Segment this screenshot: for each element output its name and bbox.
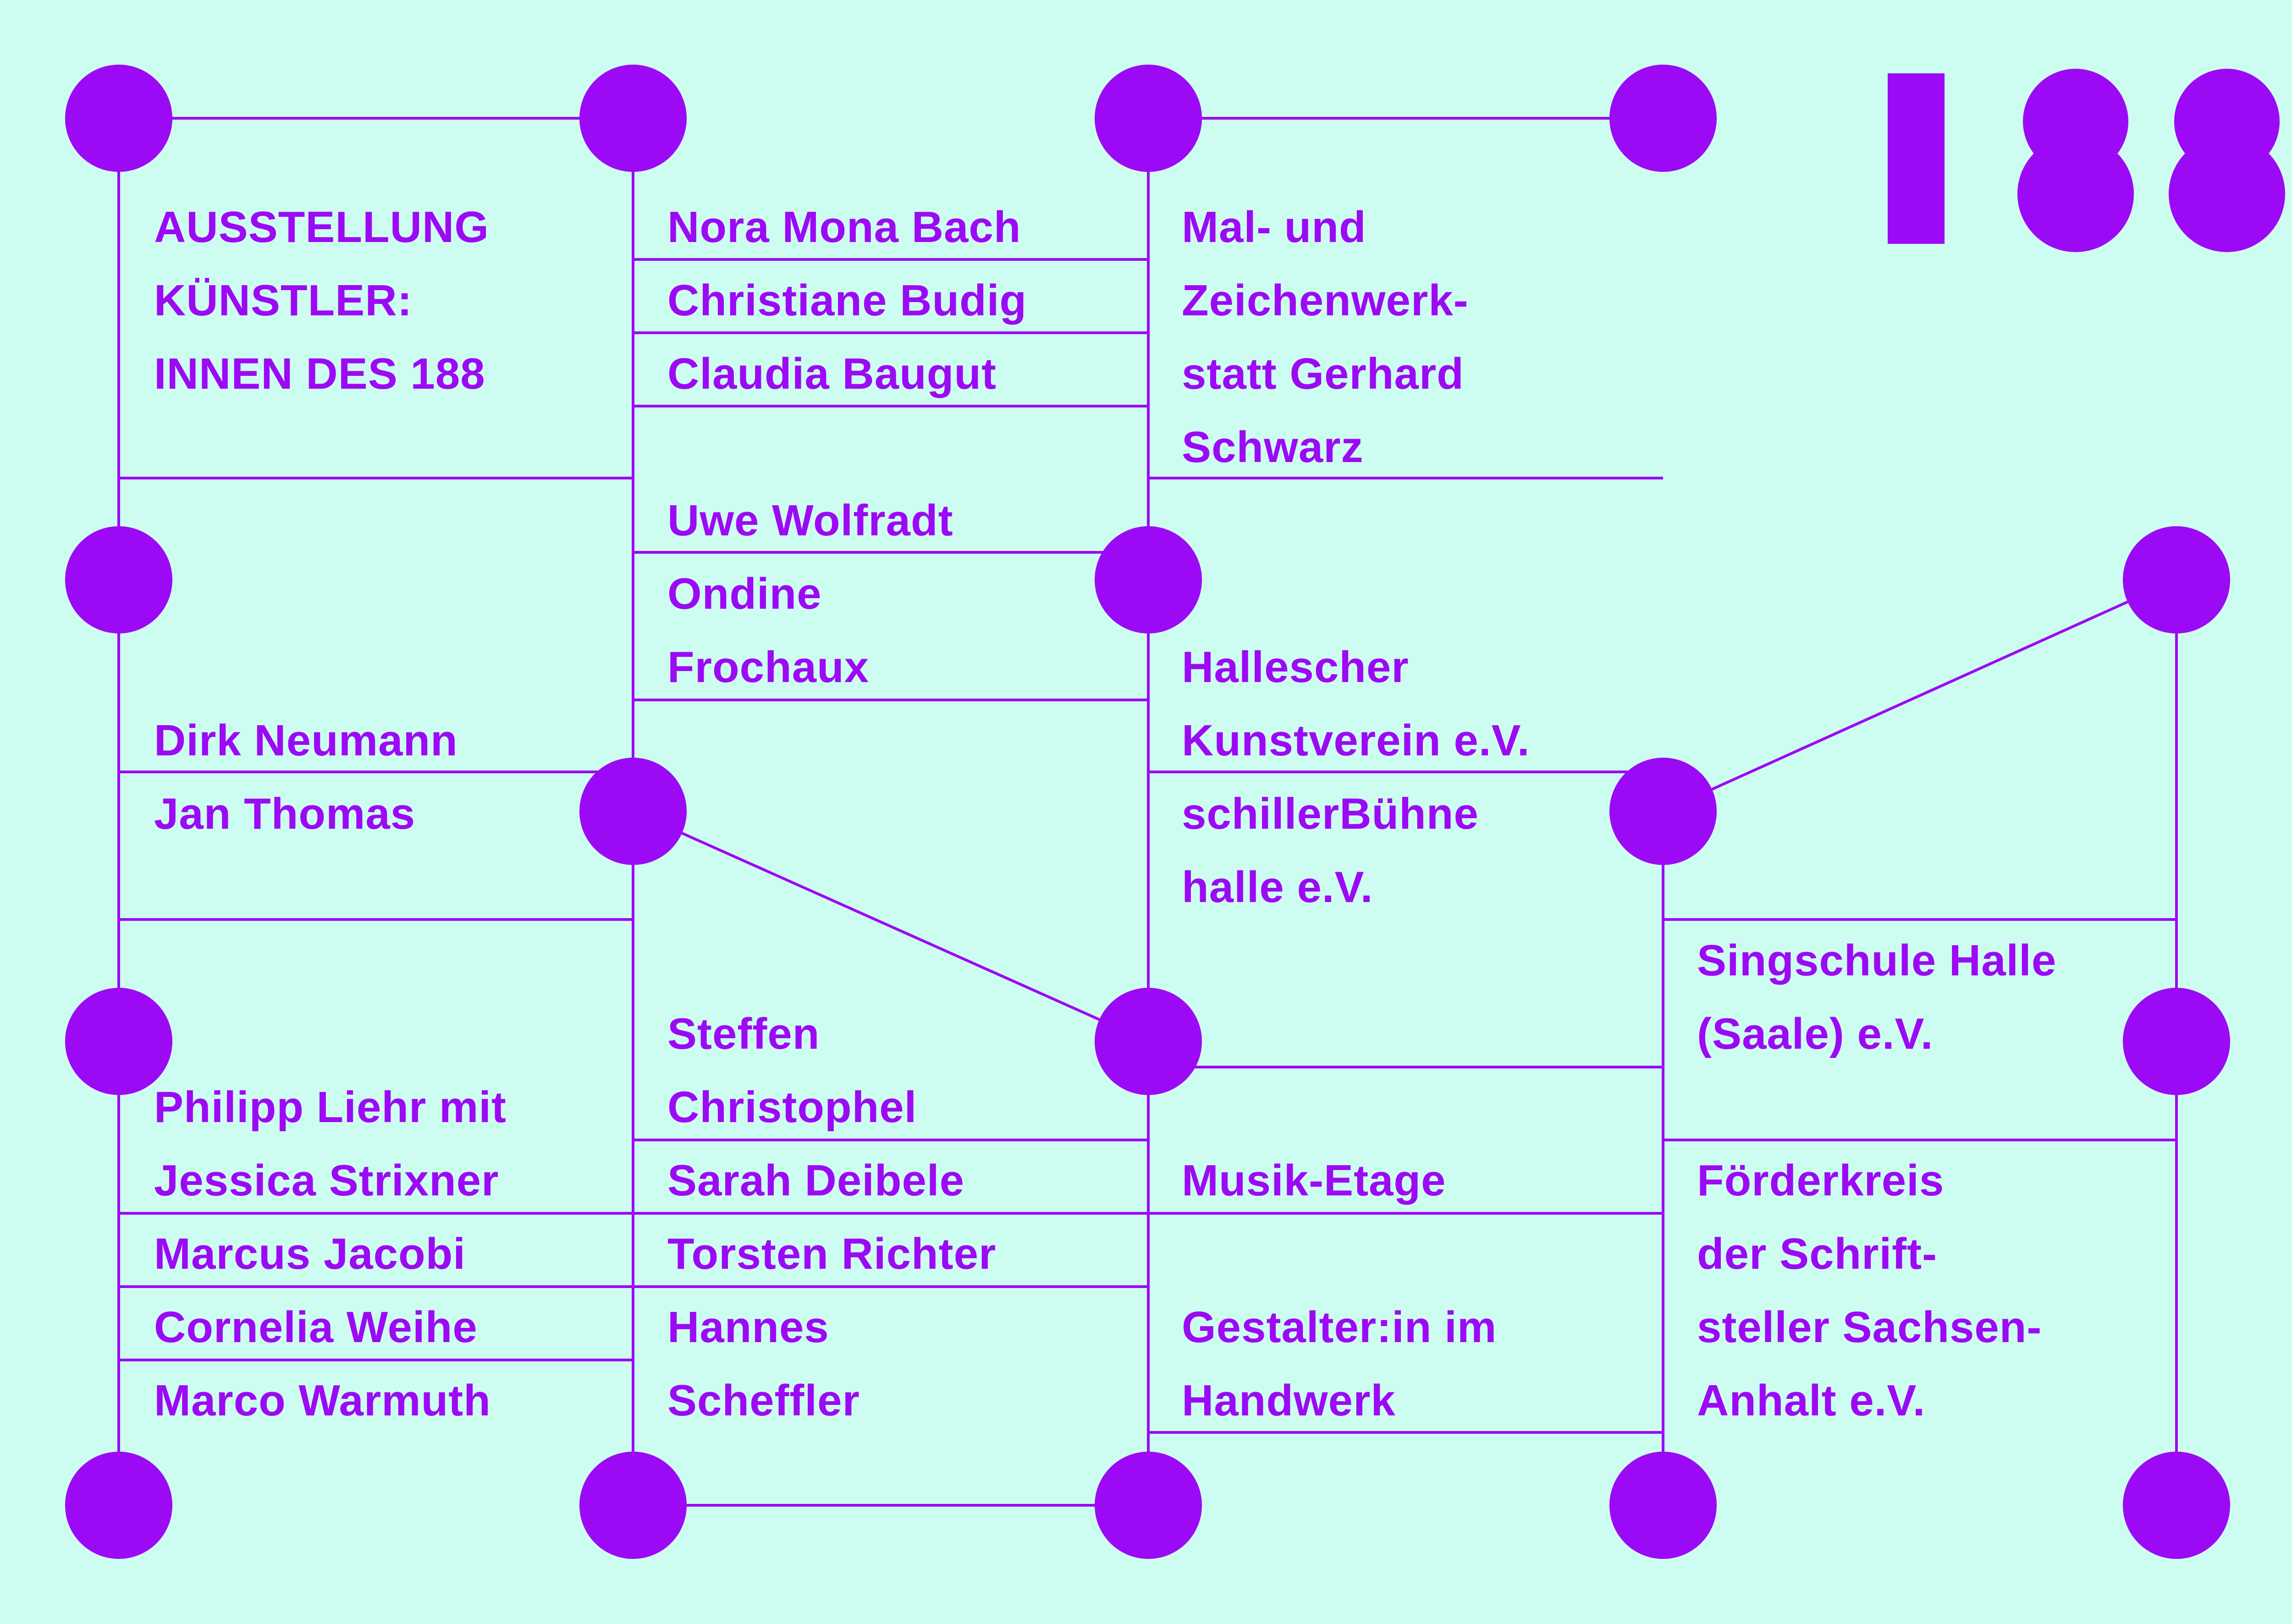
block-musik: Musik-Etage (1182, 1144, 1446, 1217)
text-line: (Saale) e.V. (1697, 1009, 1934, 1058)
text-line: KÜNSTLER: (154, 276, 413, 325)
text-line: Christiane Budig (667, 276, 1027, 325)
text-line: Hallescher (1182, 643, 1409, 692)
node-dot (65, 1452, 172, 1559)
text-line: Frochaux (667, 643, 870, 692)
text-line: halle e.V. (1182, 863, 1373, 912)
text-line: Steffen (667, 1009, 820, 1058)
node-dot (65, 526, 172, 633)
text-line: Nora Mona Bach (667, 203, 1021, 252)
text-line: Ondine (667, 569, 822, 618)
text-line: Zeichenwerk- (1182, 276, 1469, 325)
block-gestalter: Gestalter:in im Handwerk (1182, 1291, 1497, 1437)
node-dot (1609, 758, 1717, 865)
node-dot (579, 758, 687, 865)
text-line: Claudia Baugut (667, 349, 997, 398)
text-line: Gestalter:in im (1182, 1303, 1497, 1352)
text-line: Cornelia Weihe (154, 1303, 478, 1352)
text-line: Scheffler (667, 1376, 860, 1425)
node-dot (65, 988, 172, 1095)
node-dot (1095, 1452, 1202, 1559)
block-foerderkreis: Förderkreis der Schrift-steller Sachsen- A… (1697, 1144, 2042, 1437)
connector-line (1662, 578, 2177, 813)
text-line: AUSSTELLUNG (154, 203, 489, 252)
text-line: Musik-Etage (1182, 1156, 1446, 1205)
text-line: steller Sachsen- (1697, 1303, 2042, 1352)
text-line: schillerBühne (1182, 789, 1479, 838)
text-line: Handwerk (1182, 1376, 1396, 1425)
text-line: Schwarz (1182, 423, 1364, 472)
text-line: Hannes (667, 1303, 829, 1352)
text-line: Singschule Halle (1697, 936, 2057, 985)
node-dot (2123, 526, 2230, 633)
node-dot (1609, 65, 1717, 172)
node-dot (65, 65, 172, 172)
text-line: Marcus Jacobi (154, 1229, 466, 1278)
text-line: Anhalt e.V. (1697, 1376, 1926, 1425)
node-dot (579, 1452, 687, 1559)
text-line: Jessica Strixner (154, 1156, 499, 1205)
node-dot (2123, 988, 2230, 1095)
block-singschule: Singschule Halle (Saale) e.V. (1697, 924, 2056, 1071)
text-line: Christophel (667, 1083, 917, 1132)
text-line: Torsten Richter (667, 1229, 997, 1278)
node-dot (1095, 526, 1202, 633)
node-dot (1609, 1452, 1717, 1559)
text-line: Jan Thomas (154, 789, 416, 838)
text-line: Dirk Neumann (154, 716, 458, 765)
text-line: Förderkreis (1697, 1156, 1945, 1205)
text-line: INNEN DES 188 (154, 349, 485, 398)
node-dot (579, 65, 687, 172)
connector-line (632, 810, 1149, 1043)
text-line: Kunstverein e.V. (1182, 716, 1530, 765)
text-line: Philipp Liehr mit (154, 1083, 507, 1132)
text-line: Sarah Deibele (667, 1156, 964, 1205)
block-exhibition: AUSSTELLUNG KÜNSTLER: INNEN DES 188 (154, 191, 489, 411)
text-line: Uwe Wolfradt (667, 496, 953, 545)
text-line: der Schrift- (1697, 1229, 1938, 1278)
node-dot (1095, 988, 1202, 1095)
node-dot (2123, 1452, 2230, 1559)
node-dot (1095, 65, 1202, 172)
text-line: Mal- und (1182, 203, 1366, 252)
text-line: statt Gerhard (1182, 349, 1464, 398)
text-line: Marco Warmuth (154, 1376, 491, 1425)
